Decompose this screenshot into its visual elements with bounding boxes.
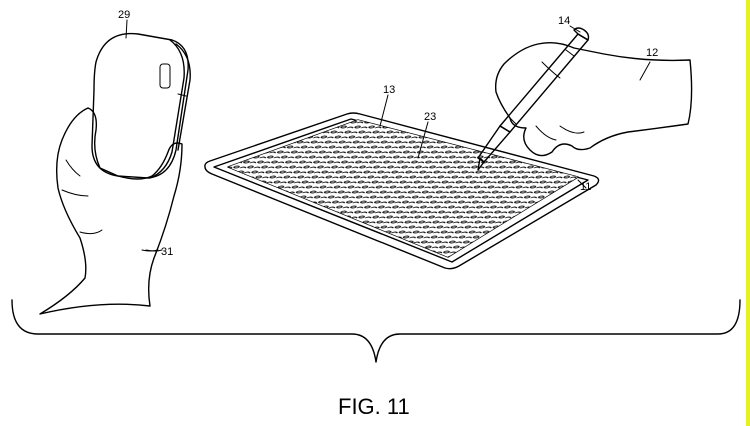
label-right-hand: 12	[646, 47, 658, 59]
leader-lines	[125, 19, 651, 252]
label-pattern: 23	[424, 111, 436, 123]
label-tablet-body: 11	[580, 181, 591, 193]
woven-pattern	[228, 120, 578, 257]
bracket-brace	[11, 299, 741, 363]
edge-accent	[746, 0, 750, 426]
hand-icon	[494, 41, 693, 157]
label-tablet-frame: 13	[383, 84, 395, 96]
tablet-device-icon	[204, 112, 600, 270]
label-left-hand: 31	[161, 246, 173, 258]
label-phone: 29	[118, 9, 130, 21]
stylus-pen-icon	[477, 27, 590, 171]
hand-icon	[39, 107, 183, 315]
phone-device-icon	[91, 32, 191, 179]
figure-caption: FIG. 11	[338, 394, 410, 419]
label-stylus: 14	[558, 15, 570, 27]
